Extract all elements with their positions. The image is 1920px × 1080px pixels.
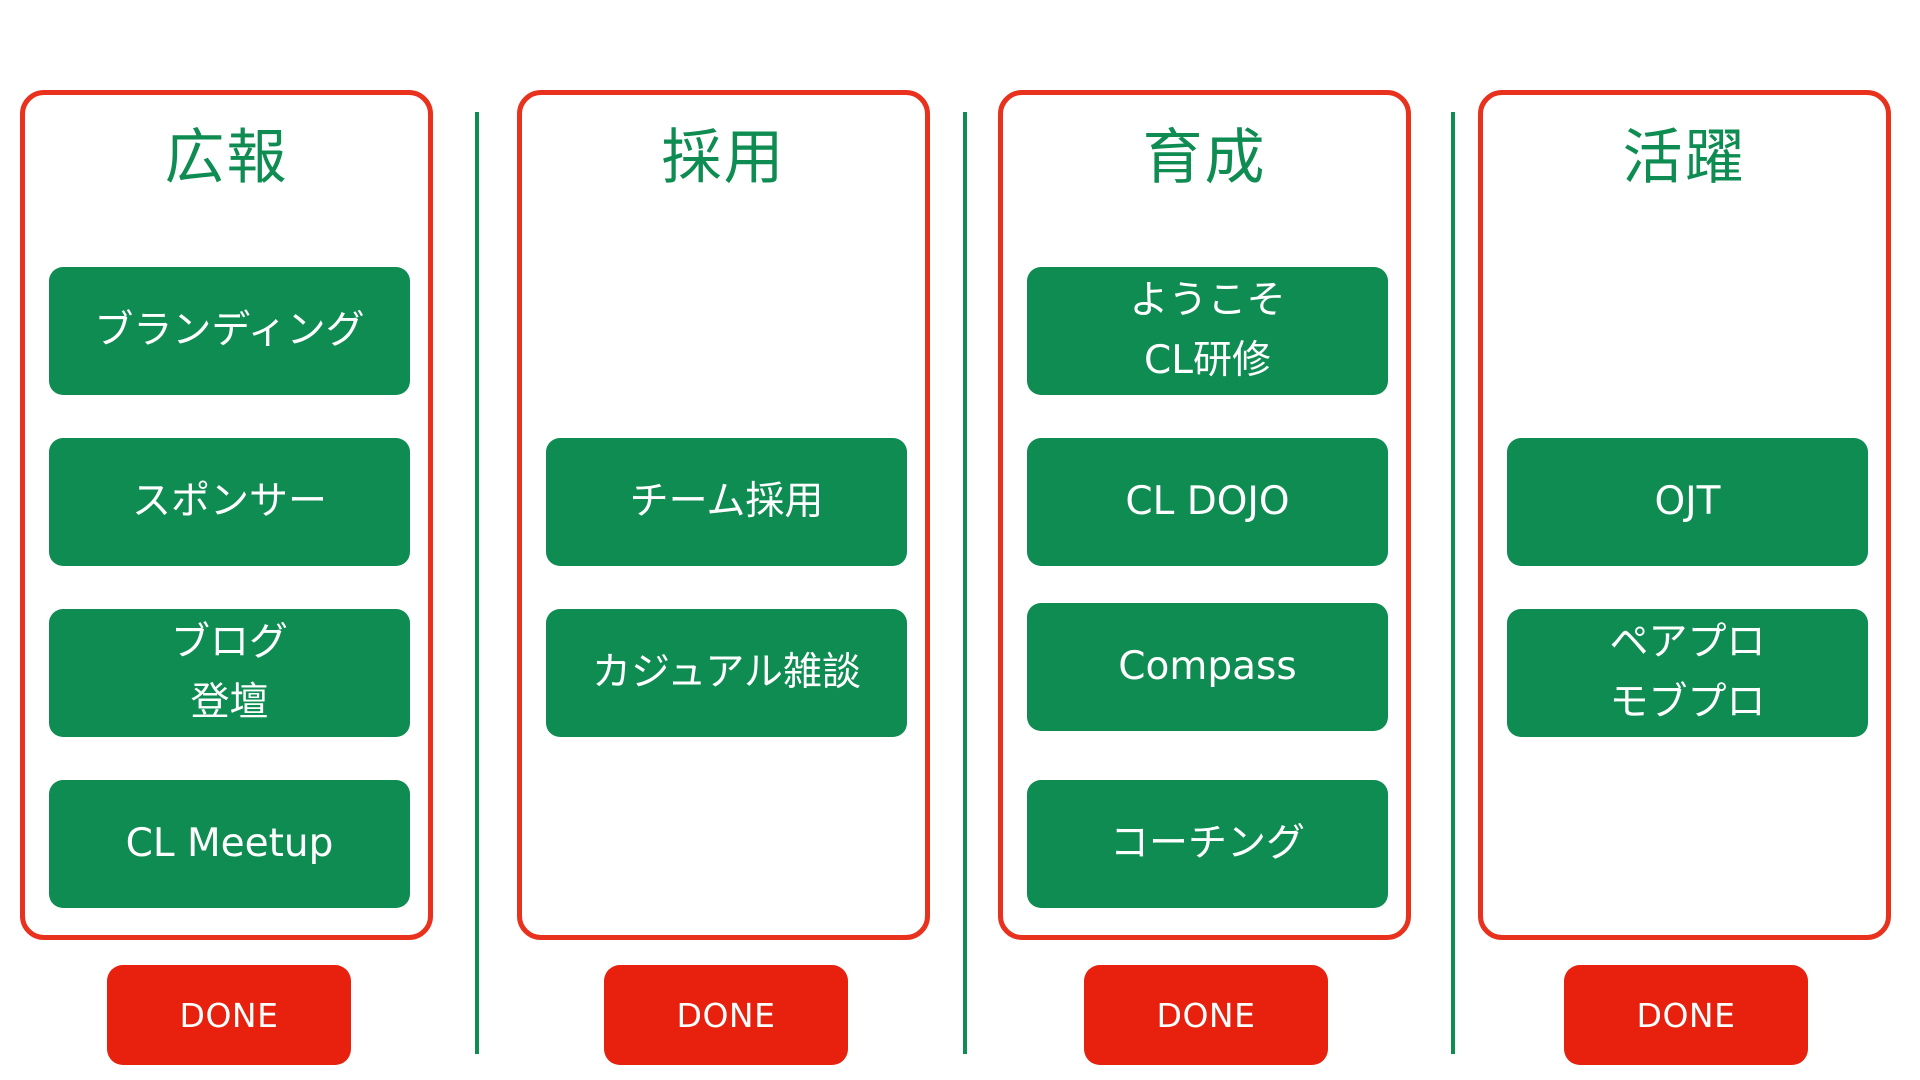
card-label-line-2: 登壇 xyxy=(190,680,269,725)
column-divider xyxy=(963,112,967,1054)
card-coaching[interactable]: コーチング xyxy=(1027,780,1388,908)
card-label: チーム採用 xyxy=(629,479,824,524)
card-label: カジュアル雑談 xyxy=(591,650,862,695)
card-label-line-2: CL研修 xyxy=(1144,338,1271,383)
card-label-line-1: ペアプロ xyxy=(1609,620,1766,665)
card-ojt[interactable]: OJT xyxy=(1507,438,1868,566)
done-button-saiyou[interactable]: DONE xyxy=(604,965,848,1065)
card-label: CL DOJO xyxy=(1125,479,1290,524)
card-label: OJT xyxy=(1654,479,1721,524)
column-divider xyxy=(1451,112,1455,1054)
column-kouhou: 広報 ブランディング スポンサー ブログ 登壇 CL Meetup xyxy=(20,90,433,940)
card-label: CL Meetup xyxy=(125,821,334,866)
card-blog-talk[interactable]: ブログ 登壇 xyxy=(49,609,410,737)
card-label: Compass xyxy=(1118,644,1297,689)
card-label: コーチング xyxy=(1109,821,1305,866)
card-branding[interactable]: ブランディング xyxy=(49,267,410,395)
card-cl-dojo[interactable]: CL DOJO xyxy=(1027,438,1388,566)
card-welcome-training[interactable]: ようこそ CL研修 xyxy=(1027,267,1388,395)
done-button-kouhou[interactable]: DONE xyxy=(107,965,351,1065)
column-title: 活躍 xyxy=(1622,123,1747,193)
column-title: 採用 xyxy=(661,123,786,193)
card-sponsor[interactable]: スポンサー xyxy=(49,438,410,566)
column-title: 育成 xyxy=(1142,123,1267,193)
column-divider xyxy=(475,112,479,1054)
column-title: 広報 xyxy=(164,123,289,193)
card-label-line-1: ようこそ xyxy=(1129,278,1286,323)
card-label: ブランディング xyxy=(94,308,365,353)
card-label-line-2: モブプロ xyxy=(1609,680,1766,725)
card-cl-meetup[interactable]: CL Meetup xyxy=(49,780,410,908)
column-katsuyaku: 活躍 OJT ペアプロ モブプロ xyxy=(1478,90,1891,940)
card-pair-mob-programming[interactable]: ペアプロ モブプロ xyxy=(1507,609,1868,737)
card-team-hiring[interactable]: チーム採用 xyxy=(546,438,907,566)
column-saiyou: 採用 チーム採用 カジュアル雑談 xyxy=(517,90,930,940)
card-compass[interactable]: Compass xyxy=(1027,603,1388,731)
card-label-line-1: ブログ xyxy=(170,620,288,665)
card-label: スポンサー xyxy=(131,479,327,524)
done-button-katsuyaku[interactable]: DONE xyxy=(1564,965,1808,1065)
done-button-ikusei[interactable]: DONE xyxy=(1084,965,1328,1065)
card-casual-chat[interactable]: カジュアル雑談 xyxy=(546,609,907,737)
column-ikusei: 育成 ようこそ CL研修 CL DOJO Compass コーチング xyxy=(998,90,1411,940)
